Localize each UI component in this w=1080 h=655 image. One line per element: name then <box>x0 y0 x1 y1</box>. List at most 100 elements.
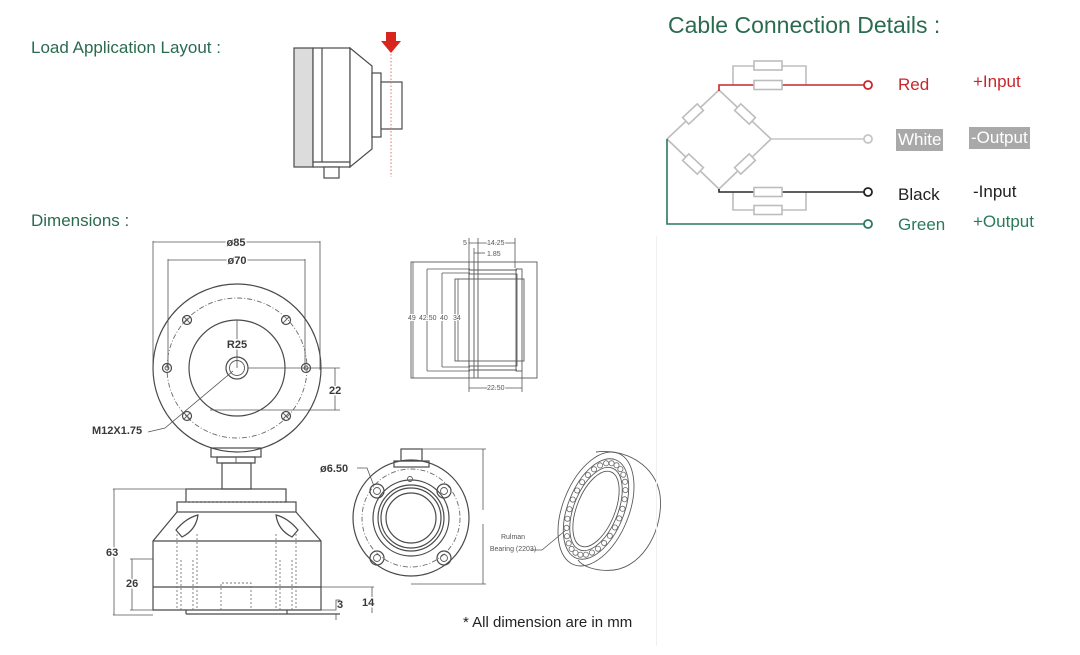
bearing-balls <box>563 460 629 558</box>
dim-height-49: 49 <box>408 315 416 322</box>
top-compensation-network <box>732 60 807 85</box>
bearing-ball <box>606 532 613 539</box>
bridge-resistor <box>681 102 705 126</box>
dimensions-heading: Dimensions : <box>31 211 130 230</box>
bridge-resistor <box>681 152 705 176</box>
bearing-ball <box>564 515 571 522</box>
bearing-label-line2: Bearing (2203) <box>490 546 536 553</box>
dim-thread: M12X1.75 <box>92 425 142 437</box>
wire-function-plus-output: +Output <box>973 212 1034 231</box>
bearing-ball <box>601 540 608 547</box>
compensation-resistor <box>753 204 783 216</box>
dim-total-height: 63 <box>106 547 118 559</box>
down-arrow-icon <box>381 32 401 53</box>
compensation-resistor <box>753 60 783 71</box>
bearing-ball <box>574 487 581 494</box>
bolt-hole-icon <box>181 410 193 422</box>
wire-color-black: Black <box>898 185 940 204</box>
mounting-hole-icon <box>436 483 452 499</box>
bearing-ball <box>591 466 598 473</box>
wire-color-white: White <box>896 129 944 151</box>
panel-divider <box>656 236 657 646</box>
mounting-hole-icon <box>436 550 452 566</box>
wire-color-green: Green <box>898 215 946 234</box>
red-terminal <box>863 80 873 90</box>
bridge-arms <box>666 89 772 190</box>
mounting-hole-icon <box>369 483 385 499</box>
cable-connector <box>323 166 340 179</box>
bearing-ball <box>622 487 629 494</box>
red-wire <box>718 84 864 91</box>
dim-recess: 3 <box>337 599 343 611</box>
bearing-ball <box>595 545 602 552</box>
green-wire <box>666 139 864 225</box>
bearing-ball <box>577 551 584 558</box>
bolt-hole-icon <box>280 410 292 422</box>
bearing-ball <box>621 496 628 503</box>
bearing-ball <box>588 549 595 556</box>
bearing-ball <box>613 462 620 469</box>
bearing-ball <box>565 540 572 547</box>
dim-width-14-25: 14.25 <box>487 240 505 247</box>
bearing-label-line1: Rulman <box>501 534 525 541</box>
bearing-ball <box>616 515 623 522</box>
bearing-drawing: Rulman Bearing (2203) <box>490 450 661 571</box>
mounting-hole-icon <box>369 550 385 566</box>
compensation-resistor <box>753 79 783 91</box>
dim-hole-diameter: ø6.50 <box>320 463 348 475</box>
wire-color-red: Red <box>898 75 930 94</box>
bearing-ball <box>603 460 610 467</box>
rear-view: ø6.50 <box>320 448 486 585</box>
compensation-resistor <box>753 186 783 198</box>
black-wire <box>718 189 864 193</box>
bearing-ball <box>617 466 624 473</box>
bridge-resistor <box>733 102 757 126</box>
dim-offset: 22 <box>329 385 341 397</box>
bearing-ball <box>568 545 575 552</box>
cable-connection-heading: Cable Connection Details : <box>668 12 941 38</box>
dim-length-22-50: 22.50 <box>487 385 505 392</box>
section-view: 5 14.25 1.85 49 42.50 40 34 22.50 <box>407 238 538 393</box>
dim-bolt-circle-diameter: ø70 <box>228 255 247 267</box>
tapered-section <box>349 46 373 169</box>
bearing-ball <box>584 471 591 478</box>
bearing-ball <box>563 524 570 531</box>
bearing-ball <box>608 460 615 467</box>
black-terminal <box>863 187 873 197</box>
bearing-ball <box>611 524 618 531</box>
dim-base-height: 26 <box>126 578 138 590</box>
green-terminal <box>863 219 873 229</box>
wire-function-plus-input: +Input <box>973 72 1021 91</box>
dim-radius: R25 <box>227 339 247 351</box>
bearing-ball <box>572 549 579 556</box>
dim-height-40: 40 <box>440 315 448 322</box>
bottom-compensation-network <box>732 192 807 216</box>
bearing-ball <box>619 505 626 512</box>
bearing-ball <box>566 506 573 513</box>
dim-height-42-50: 42.50 <box>419 315 437 322</box>
white-terminal <box>863 134 873 144</box>
bearing-ball <box>597 462 604 469</box>
side-view: 63 26 14 3 <box>105 447 377 620</box>
bearing-ball <box>569 496 576 503</box>
front-view: ø85 ø70 <box>92 236 343 453</box>
bolt-hole-icon <box>181 314 193 326</box>
bearing-ball <box>579 479 586 486</box>
bearing-ball <box>620 471 627 478</box>
load-application-heading: Load Application Layout : <box>31 38 221 57</box>
dim-height-34: 34 <box>453 315 461 322</box>
bearing-ball <box>622 478 629 485</box>
wire-function-minus-output: -Output <box>969 127 1030 149</box>
dim-bottom-thickness: 14 <box>362 597 375 609</box>
units-footnote: * All dimension are in mm <box>463 614 633 631</box>
dim-outer-diameter: ø85 <box>227 237 246 249</box>
bearing-ball <box>582 551 589 558</box>
wire-function-minus-input: -Input <box>973 182 1017 201</box>
dim-width-5: 5 <box>463 240 467 247</box>
dim-width-1-85: 1.85 <box>487 251 501 258</box>
bolt-hole-icon <box>280 314 292 326</box>
bridge-resistor <box>733 152 757 176</box>
